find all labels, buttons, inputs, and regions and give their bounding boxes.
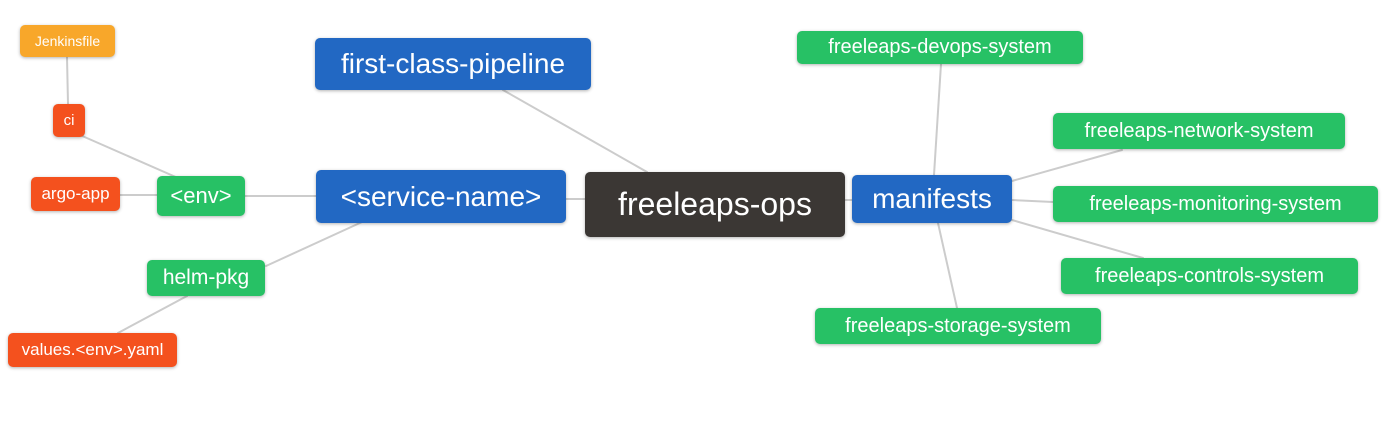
edge-pipeline-ops — [502, 89, 648, 173]
node-ci[interactable]: ci — [53, 104, 85, 137]
edge-manifests-monitoring — [1011, 199, 1054, 203]
edge-jenkinsfile-ci — [66, 56, 69, 105]
node-freeleaps-devops-system[interactable]: freeleaps-devops-system — [797, 31, 1083, 64]
edge-ci-env — [79, 134, 179, 179]
node-first-class-pipeline[interactable]: first-class-pipeline — [315, 38, 591, 90]
node-freeleaps-monitoring-system[interactable]: freeleaps-monitoring-system — [1053, 186, 1378, 222]
node-manifests[interactable]: manifests — [852, 175, 1012, 223]
node-argo-app[interactable]: argo-app — [31, 177, 120, 211]
edge-manifests-network — [1011, 149, 1123, 182]
node-freeleaps-ops[interactable]: freeleaps-ops — [585, 172, 845, 237]
edge-manifests-controls — [1011, 219, 1144, 259]
node-env[interactable]: <env> — [157, 176, 245, 216]
node-jenkinsfile[interactable]: Jenkinsfile — [20, 25, 115, 57]
edge-manifests-storage — [937, 222, 958, 309]
node-helm-pkg[interactable]: helm-pkg — [147, 260, 265, 296]
node-service-name[interactable]: <service-name> — [316, 170, 566, 223]
node-freeleaps-controls-system[interactable]: freeleaps-controls-system — [1061, 258, 1358, 294]
node-freeleaps-network-system[interactable]: freeleaps-network-system — [1053, 113, 1345, 149]
node-freeleaps-storage-system[interactable]: freeleaps-storage-system — [815, 308, 1101, 344]
edge-helmpkg-servicename — [265, 221, 363, 267]
node-values-env-yaml[interactable]: values.<env>.yaml — [8, 333, 177, 367]
edge-values-helmpkg — [117, 295, 188, 334]
edge-manifests-devops — [933, 63, 942, 176]
